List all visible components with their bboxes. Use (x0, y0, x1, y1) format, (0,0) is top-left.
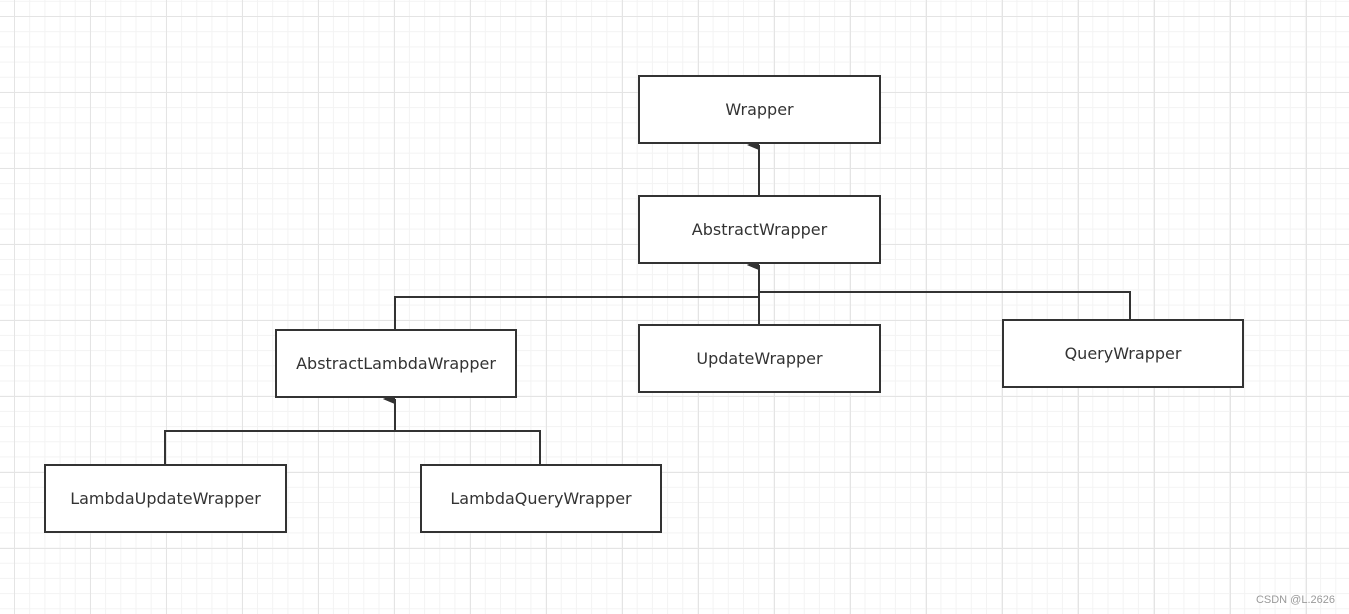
watermark: CSDN @L.2626 (1255, 594, 1335, 606)
edge-abstractlambdawrapper-to-abstractwrapper (394, 260, 760, 329)
node-wrapper[interactable]: Wrapper (638, 75, 881, 144)
edge-lambdaupdatewrapper-to-abstractlambdawrapper (164, 394, 396, 464)
node-update-wrapper[interactable]: UpdateWrapper (638, 324, 881, 393)
node-abstract-lambda-wrapper[interactable]: AbstractLambdaWrapper (275, 329, 517, 398)
edge-lambdaquerywrapper-to-abstractlambdawrapper (383, 394, 541, 464)
node-lambda-update-wrapper[interactable]: LambdaUpdateWrapper (44, 464, 287, 533)
node-lambda-query-wrapper[interactable]: LambdaQueryWrapper (420, 464, 662, 533)
edge-querywrapper-to-abstractwrapper (747, 260, 1131, 319)
node-query-wrapper[interactable]: QueryWrapper (1002, 319, 1244, 388)
node-abstract-wrapper[interactable]: AbstractWrapper (638, 195, 881, 264)
